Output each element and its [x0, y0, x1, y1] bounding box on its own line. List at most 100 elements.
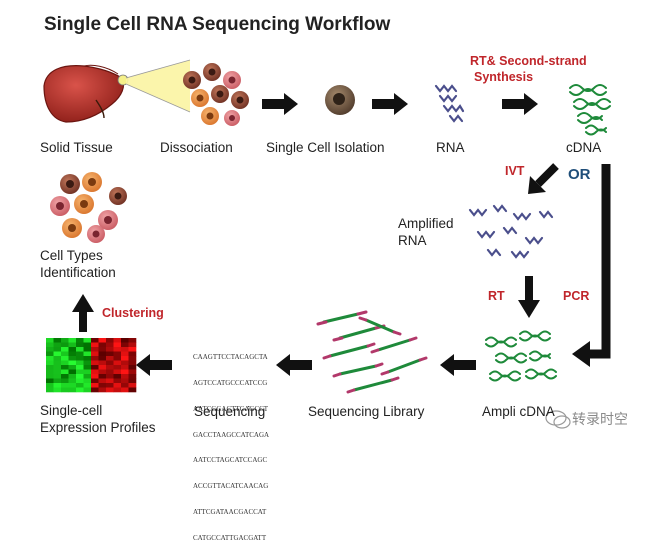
heatmap-cell	[128, 365, 137, 370]
heatmap-cell	[91, 383, 99, 388]
heatmap-cell	[106, 338, 114, 343]
label-single-cell-isolation: Single Cell Isolation	[266, 140, 385, 155]
label-single-cell: Single-cell	[40, 403, 103, 418]
pcr-arrow	[572, 164, 611, 367]
sequence-line: AATCGGACTTCAGCCT	[193, 404, 269, 413]
heatmap-cell	[61, 387, 69, 393]
heatmap-cell	[83, 378, 92, 384]
heatmap-cell	[76, 338, 84, 343]
heatmap-cell	[61, 360, 69, 366]
heatmap-cell	[106, 347, 114, 352]
heatmap-cell	[76, 351, 84, 357]
heatmap-cell	[106, 374, 114, 379]
heatmap-cell	[91, 360, 99, 366]
heatmap-cell	[98, 351, 107, 357]
cdna-icon	[569, 84, 611, 136]
heatmap-cell	[128, 342, 137, 348]
heatmap-cell	[121, 374, 129, 379]
heatmap-cell	[113, 360, 122, 366]
heatmap-cell	[53, 360, 62, 366]
sequence-reads-block: CAAGTTCCTACAGCTA AGTCCATGCCCATCCG AATCGG…	[193, 336, 269, 559]
heatmap-cell	[113, 351, 122, 357]
heatmap-cell	[76, 374, 84, 379]
heatmap-cell	[68, 369, 77, 375]
heatmap-cell	[91, 365, 99, 370]
workflow-diagram: Single Cell RNA Sequencing Workflow Soli…	[40, 14, 628, 542]
heatmap-cell	[106, 360, 114, 366]
heatmap-cell	[113, 383, 122, 388]
amplified-cdna-icon	[485, 330, 557, 382]
heatmap-cell	[113, 387, 122, 393]
heatmap-cell	[91, 338, 99, 343]
sequence-line: GACCTAAGCCATCAGA	[193, 430, 270, 439]
heatmap-cell	[113, 347, 122, 352]
heatmap-cell	[53, 383, 62, 388]
heatmap-cell	[46, 369, 54, 375]
heatmap-cell	[76, 383, 84, 388]
heatmap-cell	[83, 365, 92, 370]
heatmap-cell	[128, 360, 137, 366]
heatmap-cell	[106, 365, 114, 370]
page-title: Single Cell RNA Sequencing Workflow	[44, 14, 391, 35]
heatmap-cell	[98, 342, 107, 348]
annotation-or: OR	[568, 166, 591, 183]
heatmap-cell	[83, 387, 92, 393]
heatmap-cell	[76, 360, 84, 366]
heatmap-cell	[68, 360, 77, 366]
heatmap-cell	[46, 342, 54, 348]
heatmap-cell	[76, 369, 84, 375]
label-amplified-rna-line2: RNA	[398, 233, 427, 248]
label-cdna: cDNA	[566, 140, 602, 155]
heatmap-cell	[76, 342, 84, 348]
heatmap-cell	[128, 387, 137, 393]
heatmap-cell	[128, 356, 137, 361]
heatmap-cell	[121, 356, 129, 361]
heatmap-cell	[83, 383, 92, 388]
heatmap-cell	[53, 369, 62, 375]
heatmap-cell	[128, 374, 137, 379]
sequence-line: AATCCTAGCATCCAGC	[193, 456, 268, 465]
label-rna: RNA	[436, 140, 465, 155]
heatmap-cell	[76, 356, 84, 361]
heatmap-cell	[61, 365, 69, 370]
annotation-rt-second-strand: RT& Second-strand	[470, 54, 587, 68]
heatmap-cell	[46, 347, 54, 352]
heatmap-cell	[46, 351, 54, 357]
heatmap-cell	[91, 347, 99, 352]
heatmap-cell	[68, 356, 77, 361]
label-identification: Identification	[40, 265, 116, 280]
heatmap-cell	[121, 342, 129, 348]
heatmap-cell	[68, 374, 77, 379]
heatmap-cell	[113, 342, 122, 348]
heatmap-cell	[98, 369, 107, 375]
heatmap-cell	[121, 365, 129, 370]
heatmap-cell	[46, 356, 54, 361]
heatmap-cell	[106, 383, 114, 388]
heatmap-cell	[83, 369, 92, 375]
sequence-line: CAAGTTCCTACAGCTA	[193, 353, 268, 362]
heatmap-cell	[121, 387, 129, 393]
heatmap-cell	[98, 365, 107, 370]
heatmap-cell	[83, 356, 92, 361]
single-cell-icon	[325, 85, 355, 115]
heatmap-cell	[128, 338, 137, 343]
heatmap-cell	[83, 374, 92, 379]
sequence-line: ACCGTTACATCAACAG	[193, 482, 269, 491]
arrows-top-row	[262, 93, 538, 115]
clustering-arrow	[72, 294, 94, 332]
heatmap-cell	[61, 338, 69, 343]
label-amplified-cdna: Ampli cDNA	[482, 404, 555, 419]
heatmap-cell	[46, 365, 54, 370]
heatmap-cell	[106, 387, 114, 393]
heatmap-cell	[98, 338, 107, 343]
annotation-ivt: IVT	[505, 164, 525, 178]
heatmap-cell	[46, 338, 54, 343]
heatmap-cell	[91, 369, 99, 375]
heatmap-cell	[68, 351, 77, 357]
cell-types-icon	[50, 172, 127, 243]
diagram-graphics	[43, 59, 611, 429]
heatmap-cell	[106, 369, 114, 375]
heatmap-cell	[61, 342, 69, 348]
label-expression-profiles: Expression Profiles	[40, 420, 156, 435]
heatmap-cell	[121, 378, 129, 384]
